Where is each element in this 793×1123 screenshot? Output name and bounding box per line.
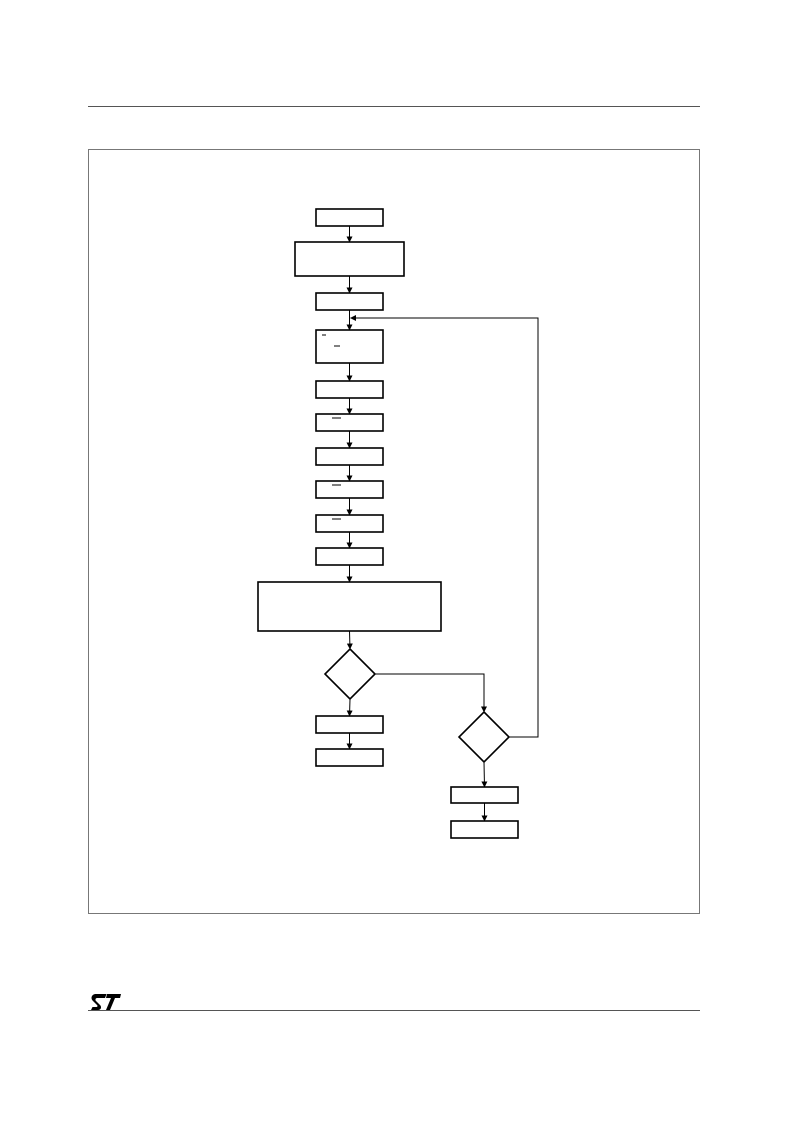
- connector-d2-n4: [350, 315, 539, 738]
- st-logo: [91, 994, 121, 1010]
- decision-node-d2: [457, 710, 511, 764]
- process-box-n1: [315, 208, 384, 227]
- connector-d2-n14: [481, 761, 488, 788]
- footer-rule: [88, 1010, 700, 1011]
- process-box-n6: [315, 413, 384, 432]
- connector-n11-d1: [346, 630, 353, 650]
- process-box-n5: [315, 380, 384, 399]
- connector-d1-d2: [375, 673, 487, 713]
- process-box-n4: [315, 329, 384, 364]
- process-box-n8: [315, 480, 384, 499]
- process-box-n15: [450, 820, 519, 839]
- figure-frame: [88, 149, 700, 914]
- process-box-n12: [315, 715, 384, 734]
- process-box-n14: [450, 786, 519, 804]
- process-box-n9: [315, 514, 384, 533]
- process-box-n10: [315, 547, 384, 566]
- header-rule: [88, 106, 700, 107]
- decision-node-d1: [323, 647, 377, 701]
- connector-d1-n12: [346, 698, 353, 717]
- process-box-n13: [315, 748, 384, 767]
- process-box-n2: [294, 241, 405, 277]
- process-box-n11: [257, 581, 442, 632]
- process-box-n3: [315, 292, 384, 311]
- process-box-n7: [315, 447, 384, 466]
